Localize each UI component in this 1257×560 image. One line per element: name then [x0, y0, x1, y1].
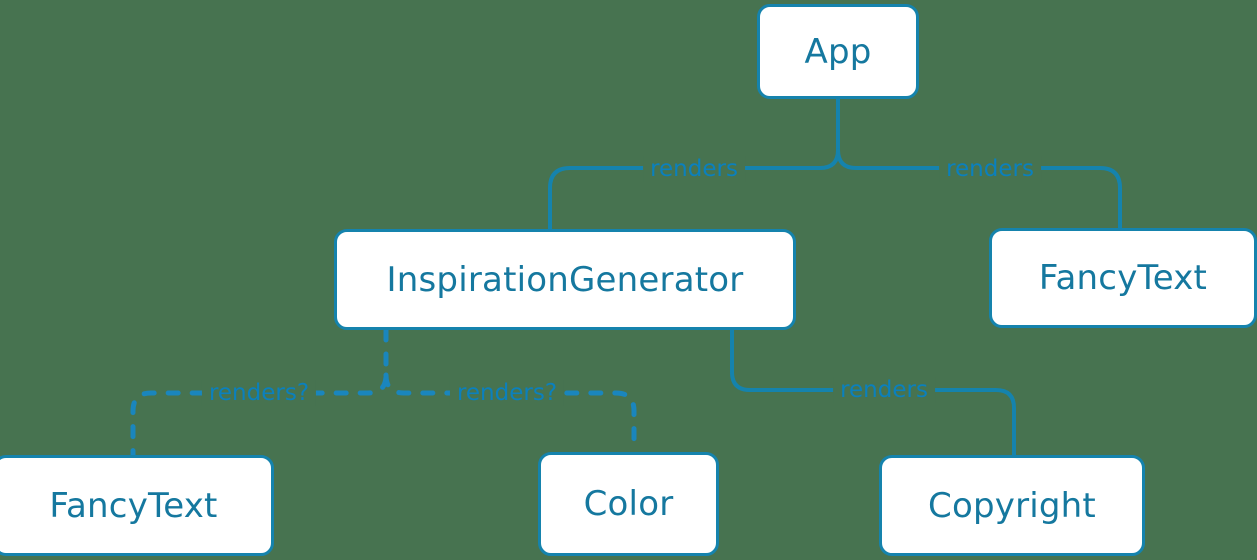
node-label: InspirationGenerator	[386, 259, 744, 300]
edge-label-app-fancytext: renders	[939, 156, 1041, 182]
edge-label-text: renders	[946, 156, 1034, 182]
node-label: Copyright	[928, 485, 1096, 526]
edge-label-inspirationgenerator-color: renders?	[449, 380, 565, 406]
node-fancytext-bottom-left[interactable]: FancyText	[0, 455, 274, 556]
edge-app-to-fancytext	[836, 148, 1122, 230]
node-label: FancyText	[49, 485, 218, 526]
edge-label-text: renders?	[208, 380, 310, 406]
node-color[interactable]: Color	[538, 452, 719, 556]
edge-label-text: renders	[840, 377, 928, 403]
edge-inspgen-color-dashed	[383, 372, 637, 455]
node-label: Color	[583, 484, 674, 524]
node-fancytext-right[interactable]: FancyText	[989, 228, 1257, 328]
edge-label-text: renders?	[456, 380, 558, 406]
node-app[interactable]: App	[757, 4, 919, 99]
edge-label-text: renders	[650, 156, 738, 182]
node-copyright[interactable]: Copyright	[879, 455, 1145, 556]
node-inspirationgenerator[interactable]: InspirationGenerator	[334, 229, 796, 330]
node-label: FancyText	[1038, 258, 1208, 298]
node-label: App	[804, 31, 872, 72]
edge-label-inspirationgenerator-fancytext: renders?	[201, 380, 317, 406]
edge-label-inspirationgenerator-copyright: renders	[833, 377, 935, 403]
edge-label-app-inspirationgenerator: renders	[643, 156, 745, 182]
